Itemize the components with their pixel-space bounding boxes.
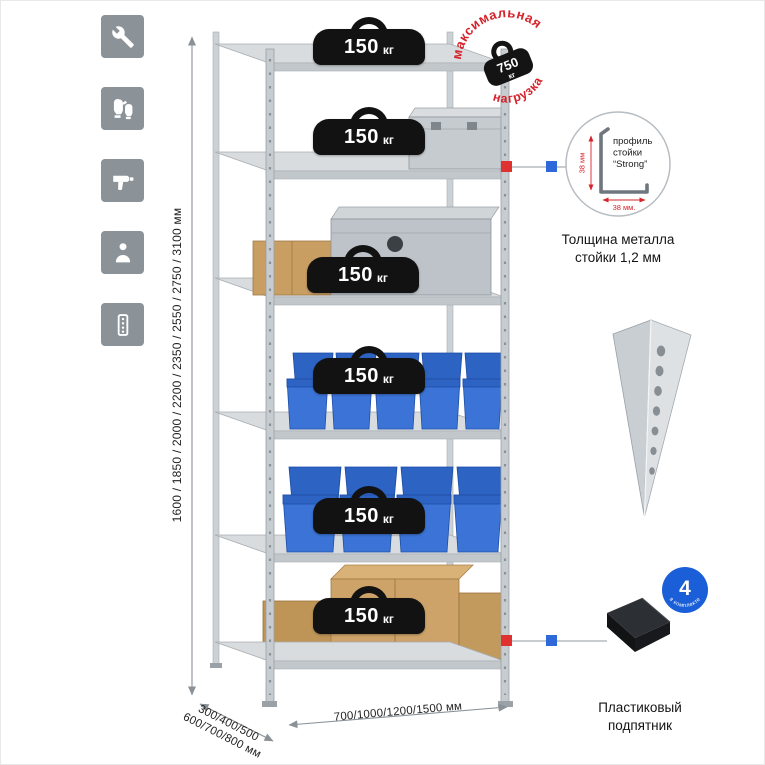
badge-value: 150 bbox=[344, 35, 379, 58]
stamp-weight-body bbox=[483, 48, 534, 86]
badge-value: 150 bbox=[344, 504, 379, 527]
profile-cross-section bbox=[599, 127, 649, 194]
blue-marker-top bbox=[546, 161, 557, 172]
badge-value: 150 bbox=[344, 604, 379, 627]
connector-top bbox=[501, 161, 566, 172]
drill-icon bbox=[101, 159, 144, 202]
badge-unit: кг bbox=[382, 132, 394, 147]
kit-count-badge: 4 в комплекте bbox=[662, 567, 708, 613]
badge-unit: кг bbox=[382, 611, 394, 626]
profile-label-1: профиль bbox=[613, 136, 652, 147]
badge-value: 150 bbox=[338, 263, 373, 286]
profile-label-2: стойки bbox=[613, 148, 642, 159]
shelf-6 bbox=[214, 641, 505, 670]
feature-icon-column bbox=[101, 15, 144, 346]
blue-marker-bottom bbox=[546, 635, 557, 646]
profile-dim-vertical: 38 мм bbox=[578, 153, 587, 174]
stamp-unit: кг bbox=[507, 70, 517, 81]
badge-unit: кг bbox=[382, 371, 394, 386]
wrench-icon bbox=[101, 15, 144, 58]
kit-badge-number: 4 bbox=[679, 577, 691, 600]
connector-bottom bbox=[501, 635, 607, 646]
badge-unit: кг bbox=[382, 42, 394, 57]
badge-value: 150 bbox=[344, 364, 379, 387]
plastic-foot-photo bbox=[607, 597, 671, 652]
badge-value: 150 bbox=[344, 125, 379, 148]
foot-caption: Пластиковый подпятник bbox=[598, 700, 682, 733]
profile-dim-horizontal: 38 мм. bbox=[613, 203, 636, 212]
badge-unit: кг bbox=[376, 270, 388, 285]
height-dimension-label: 1600 / 1850 / 2000 / 2200 / 2350 / 2550 … bbox=[170, 207, 184, 523]
red-marker-top bbox=[501, 161, 512, 172]
profile-caption: Толщина металла стойки 1,2 мм bbox=[561, 232, 675, 265]
person-height-icon bbox=[101, 231, 144, 274]
rack-post-icon bbox=[101, 303, 144, 346]
profile-label-3: “Strong” bbox=[613, 159, 647, 170]
work-gloves-icon bbox=[101, 87, 144, 130]
red-marker-bottom bbox=[501, 635, 512, 646]
post-profile-detail: 38 мм 38 мм. профиль стойки “Strong” bbox=[565, 111, 671, 217]
dimension-lines bbox=[188, 36, 508, 742]
badge-unit: кг bbox=[382, 511, 394, 526]
upright-post-photo bbox=[612, 319, 692, 516]
